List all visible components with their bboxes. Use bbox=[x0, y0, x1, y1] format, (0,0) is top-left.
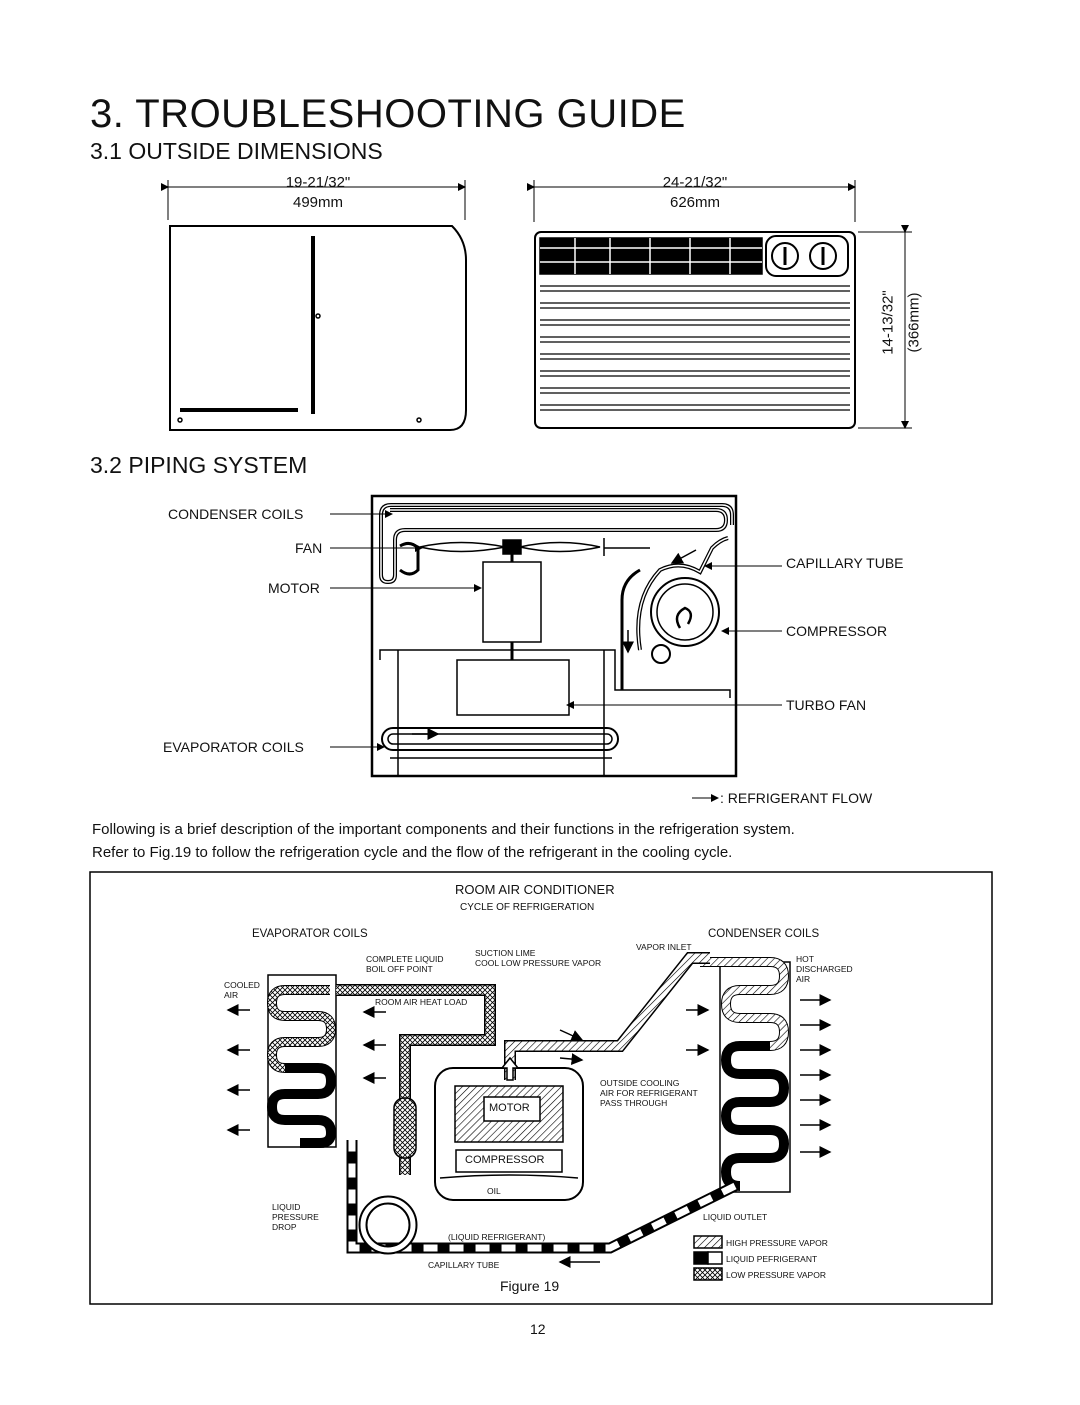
figure-outside-cooling: OUTSIDE COOLING AIR FOR REFRIGERANT PASS… bbox=[600, 1078, 698, 1108]
label-evaporator-coils: EVAPORATOR COILS bbox=[163, 739, 304, 755]
figure-suction-line: SUCTION LIME COOL LOW PRESSURE VAPOR bbox=[475, 948, 602, 968]
figure-liquid-pressure-drop: LIQUID PRESSURE DROP bbox=[272, 1202, 319, 1232]
height-mm: (366mm) bbox=[905, 292, 923, 353]
page-title: 3. TROUBLESHOOTING GUIDE bbox=[90, 92, 686, 136]
label-fan: FAN bbox=[295, 540, 323, 556]
figure-condenser-coils: CONDENSER COILS bbox=[708, 928, 820, 940]
cycle-diagram bbox=[89, 871, 993, 1305]
figure-capillary-tube: CAPILLARY TUBE bbox=[428, 1260, 500, 1270]
section-heading-piping-system: 3.2 PIPING SYSTEM bbox=[90, 452, 308, 478]
figure-cooled-air: COOLED AIR bbox=[224, 980, 260, 1000]
label-condenser-coils: CONDENSER COILS bbox=[168, 506, 304, 522]
piping-diagram bbox=[330, 494, 782, 802]
front-view-drawing bbox=[527, 180, 912, 429]
page-number: 12 bbox=[530, 1321, 546, 1337]
figure-compressor: COMPRESSOR bbox=[465, 1154, 545, 1166]
front-width-inches: 24-21/32" bbox=[662, 174, 728, 191]
figure-liquid-refrigerant: (LIQUID REFRIGERANT) bbox=[448, 1232, 546, 1242]
height-inches: 14-13/32" bbox=[879, 290, 897, 355]
figure-vapor-inlet: VAPOR INLET bbox=[636, 942, 692, 952]
figure-subtitle: CYCLE OF REFRIGERATION bbox=[460, 902, 595, 913]
figure-title: ROOM AIR CONDITIONER bbox=[455, 882, 615, 897]
legend-low-pressure-vapor: LOW PRESSURE VAPOR bbox=[726, 1270, 826, 1280]
description-paragraph: Following is a brief description of the … bbox=[92, 818, 992, 864]
side-view-drawing bbox=[161, 180, 467, 431]
description-line-1: Following is a brief description of the … bbox=[92, 821, 795, 838]
figure-evaporator-coils: EVAPORATOR COILS bbox=[252, 928, 368, 940]
figure-hot-air: HOT DISCHARGED AIR bbox=[796, 954, 853, 984]
label-compressor: COMPRESSOR bbox=[786, 623, 888, 639]
label-capillary-tube: CAPILLARY TUBE bbox=[786, 555, 904, 571]
label-motor: MOTOR bbox=[268, 580, 320, 596]
figure-room-air-heat-load: ROOM AIR HEAT LOAD bbox=[375, 997, 468, 1007]
legend-liquid-refrigerant: LIQUID PEFRIGERANT bbox=[726, 1254, 818, 1264]
figure-oil: OIL bbox=[487, 1186, 501, 1196]
section-heading-outside-dimensions: 3.1 OUTSIDE DIMENSIONS bbox=[90, 138, 383, 164]
description-line-2: Refer to Fig.19 to follow the refrigerat… bbox=[92, 844, 733, 861]
front-width-mm: 626mm bbox=[669, 194, 721, 211]
figure-complete-liquid: COMPLETE LIQUID BOIL OFF POINT bbox=[366, 954, 444, 974]
figure-motor: MOTOR bbox=[489, 1102, 530, 1114]
legend-high-pressure-vapor: HIGH PRESSURE VAPOR bbox=[726, 1238, 828, 1248]
figure-caption: Figure 19 bbox=[500, 1278, 560, 1294]
figure-liquid-outlet: LIQUID OUTLET bbox=[703, 1212, 768, 1222]
side-width-inches: 19-21/32" bbox=[285, 174, 351, 191]
side-width-mm: 499mm bbox=[292, 194, 344, 211]
label-turbo-fan: TURBO FAN bbox=[786, 697, 867, 713]
label-refrigerant-flow: : REFRIGERANT FLOW bbox=[720, 790, 873, 806]
